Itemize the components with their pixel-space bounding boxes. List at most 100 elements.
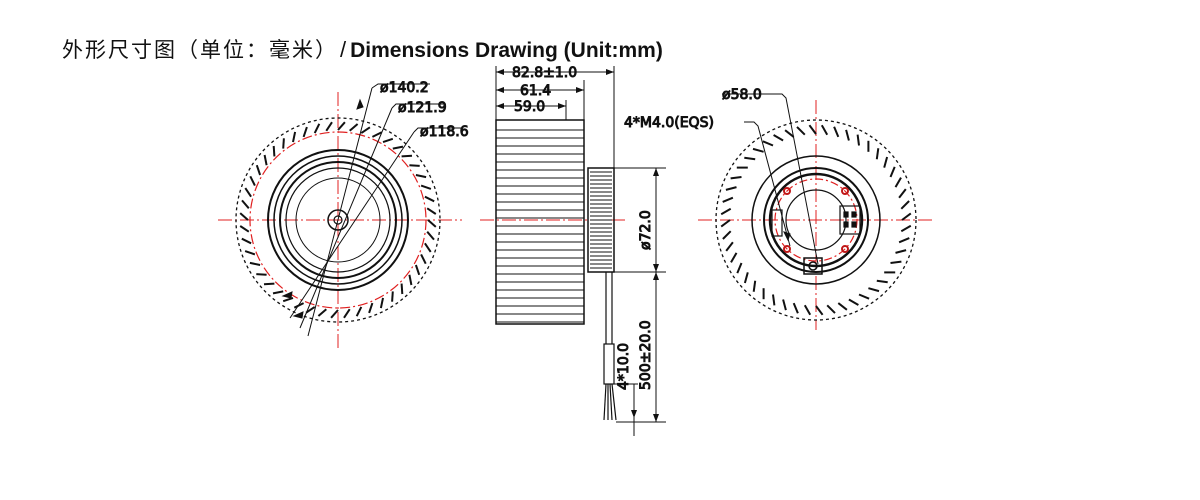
impeller-blade bbox=[858, 293, 870, 300]
impeller-blade bbox=[792, 302, 799, 314]
impeller-blade bbox=[883, 156, 889, 168]
wire-exit-boss bbox=[803, 257, 823, 275]
diameter-label-3: ø118.6 bbox=[420, 124, 469, 140]
impeller-blade bbox=[282, 138, 285, 149]
impeller-blade bbox=[337, 121, 346, 131]
impeller-blade bbox=[313, 123, 321, 134]
impeller-blade bbox=[890, 260, 902, 264]
impeller-blade bbox=[360, 126, 371, 134]
impeller-blade bbox=[895, 249, 907, 254]
impeller-blade bbox=[343, 308, 351, 319]
hub-ring-2 bbox=[273, 155, 403, 285]
impeller-blade bbox=[420, 184, 432, 190]
impeller-blade bbox=[292, 131, 297, 143]
drawing-title: 外形尺寸图（单位：毫米） / Dimensions Drawing (Unit:… bbox=[62, 34, 663, 62]
rear-ring-2 bbox=[763, 167, 869, 273]
hub-ring-3 bbox=[279, 161, 397, 279]
rear-left-tab bbox=[771, 209, 783, 237]
impeller-blade bbox=[845, 129, 850, 141]
lead-length-label: 500±20.0 bbox=[638, 320, 654, 390]
impeller-blade bbox=[263, 154, 268, 166]
motor-fins bbox=[590, 171, 612, 269]
impeller-blade bbox=[725, 241, 734, 252]
title-english: Dimensions Drawing (Unit:mm) bbox=[350, 39, 663, 62]
impeller-blade bbox=[875, 148, 880, 160]
impeller-blade bbox=[401, 154, 413, 158]
impeller-blade bbox=[349, 123, 359, 132]
motor-diameter-label: ø72.0 bbox=[638, 210, 654, 250]
impeller-blade bbox=[302, 126, 308, 138]
impeller-blade bbox=[371, 131, 383, 138]
impeller-blade bbox=[772, 294, 776, 306]
impeller-blade bbox=[773, 134, 784, 142]
side-dim-arrows bbox=[496, 69, 659, 422]
impeller-blade bbox=[744, 156, 756, 161]
overall-width-label: 82.8±1.0 bbox=[512, 65, 577, 81]
rear-view: ø58.0 4*M4.0(EQS) bbox=[624, 87, 934, 330]
impeller-blade bbox=[876, 279, 888, 284]
impeller-blade bbox=[379, 297, 384, 309]
impeller-blade bbox=[249, 175, 256, 187]
side-view: 82.8±1.0 61.4 59.0 ø72.0 500±20.0 4*10.0 bbox=[480, 65, 666, 436]
impeller-blade bbox=[325, 121, 333, 132]
impeller-blade bbox=[272, 290, 284, 295]
impeller-blade bbox=[898, 188, 907, 199]
rear-impeller-outer-circle bbox=[715, 119, 917, 321]
impeller-blade bbox=[752, 280, 757, 292]
impeller-blade bbox=[391, 291, 394, 302]
impeller-blade bbox=[424, 195, 435, 203]
impeller-blade bbox=[255, 164, 262, 176]
impeller-blade bbox=[782, 299, 787, 311]
impeller-blade bbox=[901, 212, 912, 221]
mounting-holes bbox=[783, 187, 849, 253]
impeller-blade bbox=[796, 126, 806, 136]
impeller-blade bbox=[837, 302, 848, 311]
impeller-blade bbox=[368, 302, 374, 314]
impeller-blade bbox=[239, 212, 249, 221]
impeller-blade bbox=[420, 253, 427, 265]
impeller-blade bbox=[272, 145, 276, 157]
impeller-blade bbox=[244, 187, 252, 198]
impeller-blade bbox=[415, 174, 427, 179]
impeller-blade bbox=[263, 282, 275, 286]
impeller-body bbox=[495, 119, 585, 325]
impeller-blade bbox=[414, 264, 421, 276]
lead-wires bbox=[603, 272, 617, 421]
impeller-blade bbox=[256, 273, 267, 276]
hub-ring-5 bbox=[295, 177, 381, 263]
shaft-center bbox=[333, 215, 343, 225]
impeller-blade bbox=[239, 225, 250, 233]
impeller-blade bbox=[400, 283, 404, 295]
rear-ring-3 bbox=[768, 172, 864, 268]
impeller-blade bbox=[833, 126, 840, 138]
impeller-blade bbox=[392, 145, 404, 150]
bolt-circle bbox=[774, 178, 858, 262]
impeller-blade bbox=[282, 296, 294, 303]
mount-holes-label: 4*M4.0(EQS) bbox=[624, 115, 714, 131]
impeller-blade bbox=[856, 134, 860, 146]
shaft-boss bbox=[327, 209, 349, 231]
width-label-2: 61.4 bbox=[520, 83, 551, 99]
impeller-blade bbox=[730, 252, 738, 263]
impeller-blade bbox=[820, 124, 829, 136]
impeller-blade bbox=[317, 308, 327, 317]
width-label-3: 59.0 bbox=[514, 99, 545, 115]
rear-hub-bore bbox=[785, 189, 847, 251]
impeller-blade bbox=[900, 224, 912, 233]
hub-ring-4 bbox=[285, 167, 391, 273]
impeller-blade bbox=[720, 207, 732, 216]
impeller-slats bbox=[496, 129, 584, 323]
diameter-label-1: ø140.2 bbox=[380, 80, 429, 96]
impeller-inner-circle bbox=[249, 131, 427, 309]
impeller-blade bbox=[408, 274, 413, 286]
impeller-blade bbox=[900, 200, 910, 210]
rear-view-centerlines bbox=[698, 100, 934, 330]
wire-spec-label: 4*10.0 bbox=[616, 343, 632, 390]
impeller-blade bbox=[241, 237, 252, 245]
impeller-blade bbox=[889, 166, 896, 178]
impeller-blade bbox=[730, 176, 742, 180]
bolt-circle-label: ø58.0 bbox=[722, 87, 762, 103]
impeller-blade bbox=[848, 298, 859, 306]
impeller-blade bbox=[868, 287, 880, 293]
